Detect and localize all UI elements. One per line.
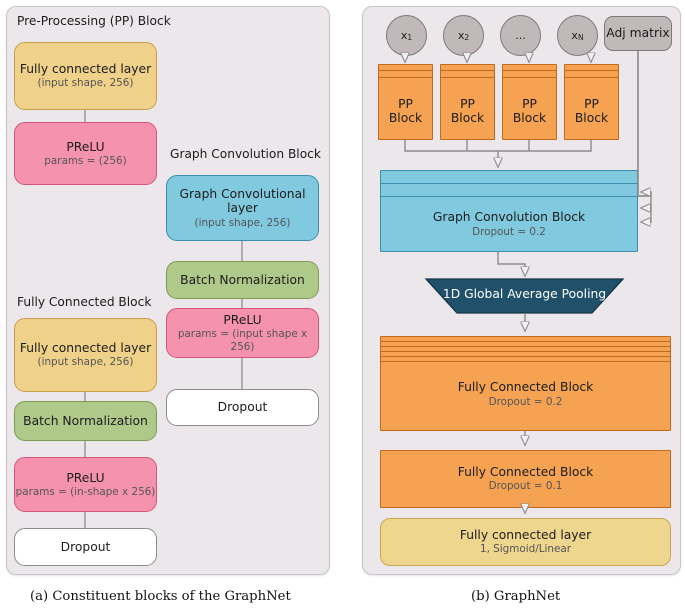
fully-connected-block-2-subtitle: Dropout = 0.1 bbox=[488, 480, 563, 493]
fc-prelu-subtitle: params = (in-shape x 256) bbox=[15, 485, 156, 498]
group-label-graph-convolution-block: Graph Convolution Block bbox=[170, 147, 321, 161]
gc-prelu[interactable]: PReLU params = (input shape x 256) bbox=[166, 308, 319, 358]
input-node-x2-sub: 2 bbox=[464, 33, 470, 42]
graph-convolution-block-title: Graph Convolution Block bbox=[432, 210, 586, 225]
fc-fc-title: Fully connected layer bbox=[19, 341, 152, 356]
pp-fully-connected-layer[interactable]: Fully connected layer (input shape, 256) bbox=[14, 42, 157, 110]
pp-block-4-line2: Block bbox=[574, 110, 609, 125]
caption-b: (b) GraphNet bbox=[471, 589, 561, 604]
pp-block-1[interactable]: PP Block bbox=[378, 64, 433, 140]
pp-prelu[interactable]: PReLU params = (256) bbox=[14, 122, 157, 185]
pp-block-4-line1: PP bbox=[584, 96, 599, 111]
pp-block-3-line2: Block bbox=[512, 110, 547, 125]
pp-block-4[interactable]: PP Block bbox=[564, 64, 619, 140]
gc-prelu-title: PReLU bbox=[223, 313, 262, 328]
input-node-x1-sub: 1 bbox=[407, 33, 413, 42]
fc-prelu-title: PReLU bbox=[66, 470, 105, 485]
input-node-xn-sub: N bbox=[577, 33, 584, 42]
fc-dropout[interactable]: Dropout bbox=[14, 528, 157, 566]
gc-dropout[interactable]: Dropout bbox=[166, 389, 319, 426]
input-node-ellipsis[interactable]: ... bbox=[500, 15, 541, 56]
pp-block-3-stack-lines bbox=[502, 64, 557, 140]
graph-convolution-block-subtitle: Dropout = 0.2 bbox=[472, 225, 546, 238]
pooling-title: 1D Global Average Pooling bbox=[442, 287, 607, 301]
fc-dropout-title: Dropout bbox=[60, 539, 111, 554]
adj-matrix-node[interactable]: Adj matrix bbox=[604, 16, 672, 51]
fc-bn-title: Batch Normalization bbox=[23, 413, 148, 428]
pp-block-2-line1: PP bbox=[460, 96, 475, 111]
gc-batch-normalization[interactable]: Batch Normalization bbox=[166, 261, 319, 299]
gc-graph-convolutional-layer[interactable]: Graph Convolutional layer (input shape, … bbox=[166, 175, 319, 241]
pp-block-3[interactable]: PP Block bbox=[502, 64, 557, 140]
output-layer-subtitle: 1, Sigmoid/Linear bbox=[479, 543, 572, 556]
input-node-ellipsis-label: ... bbox=[515, 29, 526, 42]
graph-convolution-block-stack-lines bbox=[380, 170, 638, 252]
fully-connected-block-1-subtitle: Dropout = 0.2 bbox=[488, 395, 563, 408]
pp-prelu-title: PReLU bbox=[66, 139, 105, 154]
pp-block-3-line1: PP bbox=[522, 96, 537, 111]
gc-dropout-title: Dropout bbox=[217, 400, 268, 415]
caption-a: (a) Constituent blocks of the GraphNet bbox=[30, 589, 291, 604]
pp-prelu-subtitle: params = (256) bbox=[44, 154, 127, 167]
gc-prelu-subtitle: params = (input shape x 256) bbox=[177, 328, 308, 353]
pp-block-1-line2: Block bbox=[388, 110, 423, 125]
fc-fully-connected-layer[interactable]: Fully connected layer (input shape, 256) bbox=[14, 318, 157, 392]
output-fully-connected-layer[interactable]: Fully connected layer 1, Sigmoid/Linear bbox=[380, 518, 671, 566]
fully-connected-block-1-stack-lines bbox=[380, 336, 671, 431]
group-label-fully-connected-block: Fully Connected Block bbox=[17, 295, 152, 309]
input-node-x1-label: x bbox=[400, 29, 408, 42]
pp-fc-subtitle: (input shape, 256) bbox=[37, 77, 134, 90]
gc-conv-subtitle: (input shape, 256) bbox=[194, 216, 291, 229]
gc-bn-title: Batch Normalization bbox=[180, 272, 305, 287]
pp-fc-title: Fully connected layer bbox=[19, 62, 152, 77]
group-label-pp-block: Pre-Processing (PP) Block bbox=[17, 14, 171, 28]
pp-block-1-stack-lines bbox=[378, 64, 433, 140]
fully-connected-block-2-title: Fully Connected Block bbox=[457, 465, 594, 480]
input-node-xn-label: x bbox=[571, 29, 578, 42]
pp-block-4-stack-lines bbox=[564, 64, 619, 140]
fc-prelu[interactable]: PReLU params = (in-shape x 256) bbox=[14, 457, 157, 512]
gc-conv-title: Graph Convolutional layer bbox=[179, 187, 306, 216]
fc-batch-normalization[interactable]: Batch Normalization bbox=[14, 401, 157, 441]
output-layer-title: Fully connected layer bbox=[459, 528, 592, 543]
fully-connected-block-1-title: Fully Connected Block bbox=[457, 380, 594, 395]
pp-block-2-line2: Block bbox=[450, 110, 485, 125]
pp-block-1-line1: PP bbox=[398, 96, 413, 111]
pooling-label-wrap: 1D Global Average Pooling bbox=[426, 279, 623, 309]
fc-fc-subtitle: (input shape, 256) bbox=[37, 356, 134, 369]
pp-block-2-stack-lines bbox=[440, 64, 495, 140]
pp-block-2[interactable]: PP Block bbox=[440, 64, 495, 140]
input-node-x2-label: x bbox=[457, 29, 465, 42]
adj-matrix-label: Adj matrix bbox=[606, 26, 670, 41]
fully-connected-block-2[interactable]: Fully Connected Block Dropout = 0.1 bbox=[380, 450, 671, 508]
